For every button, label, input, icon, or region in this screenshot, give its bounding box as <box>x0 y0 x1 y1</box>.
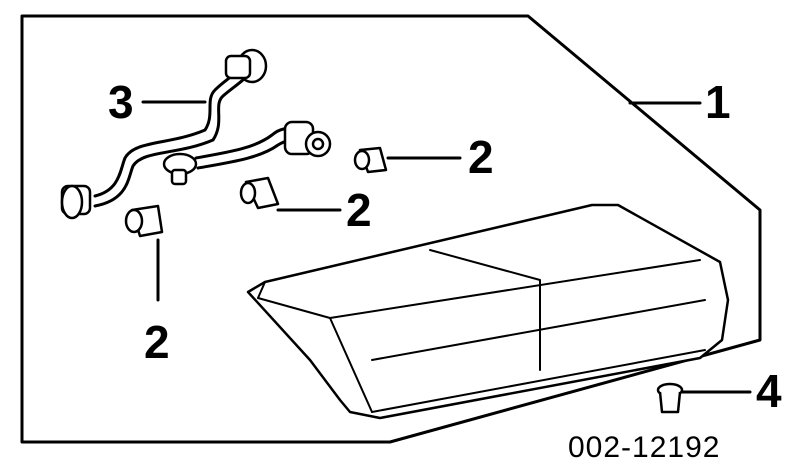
harness-connector-left <box>60 184 92 220</box>
wire-harness <box>60 48 332 220</box>
callout-4: 4 <box>756 365 782 417</box>
bulb-left <box>124 204 164 238</box>
part-number: 002-12192 <box>568 431 720 464</box>
callout-3: 3 <box>108 76 134 128</box>
callout-2-right: 2 <box>468 131 494 183</box>
bulb-middle <box>239 176 280 210</box>
callout-2-left: 2 <box>144 316 170 368</box>
diagram-frame <box>20 14 762 444</box>
callout-1: 1 <box>705 76 731 128</box>
harness-connector-top <box>224 48 268 84</box>
lamp-housing <box>246 203 730 420</box>
callout-2-middle: 2 <box>346 184 372 236</box>
clip <box>656 382 684 414</box>
harness-connector-right <box>283 120 332 158</box>
harness-socket-middle <box>162 152 198 186</box>
bulb-right <box>353 146 388 174</box>
